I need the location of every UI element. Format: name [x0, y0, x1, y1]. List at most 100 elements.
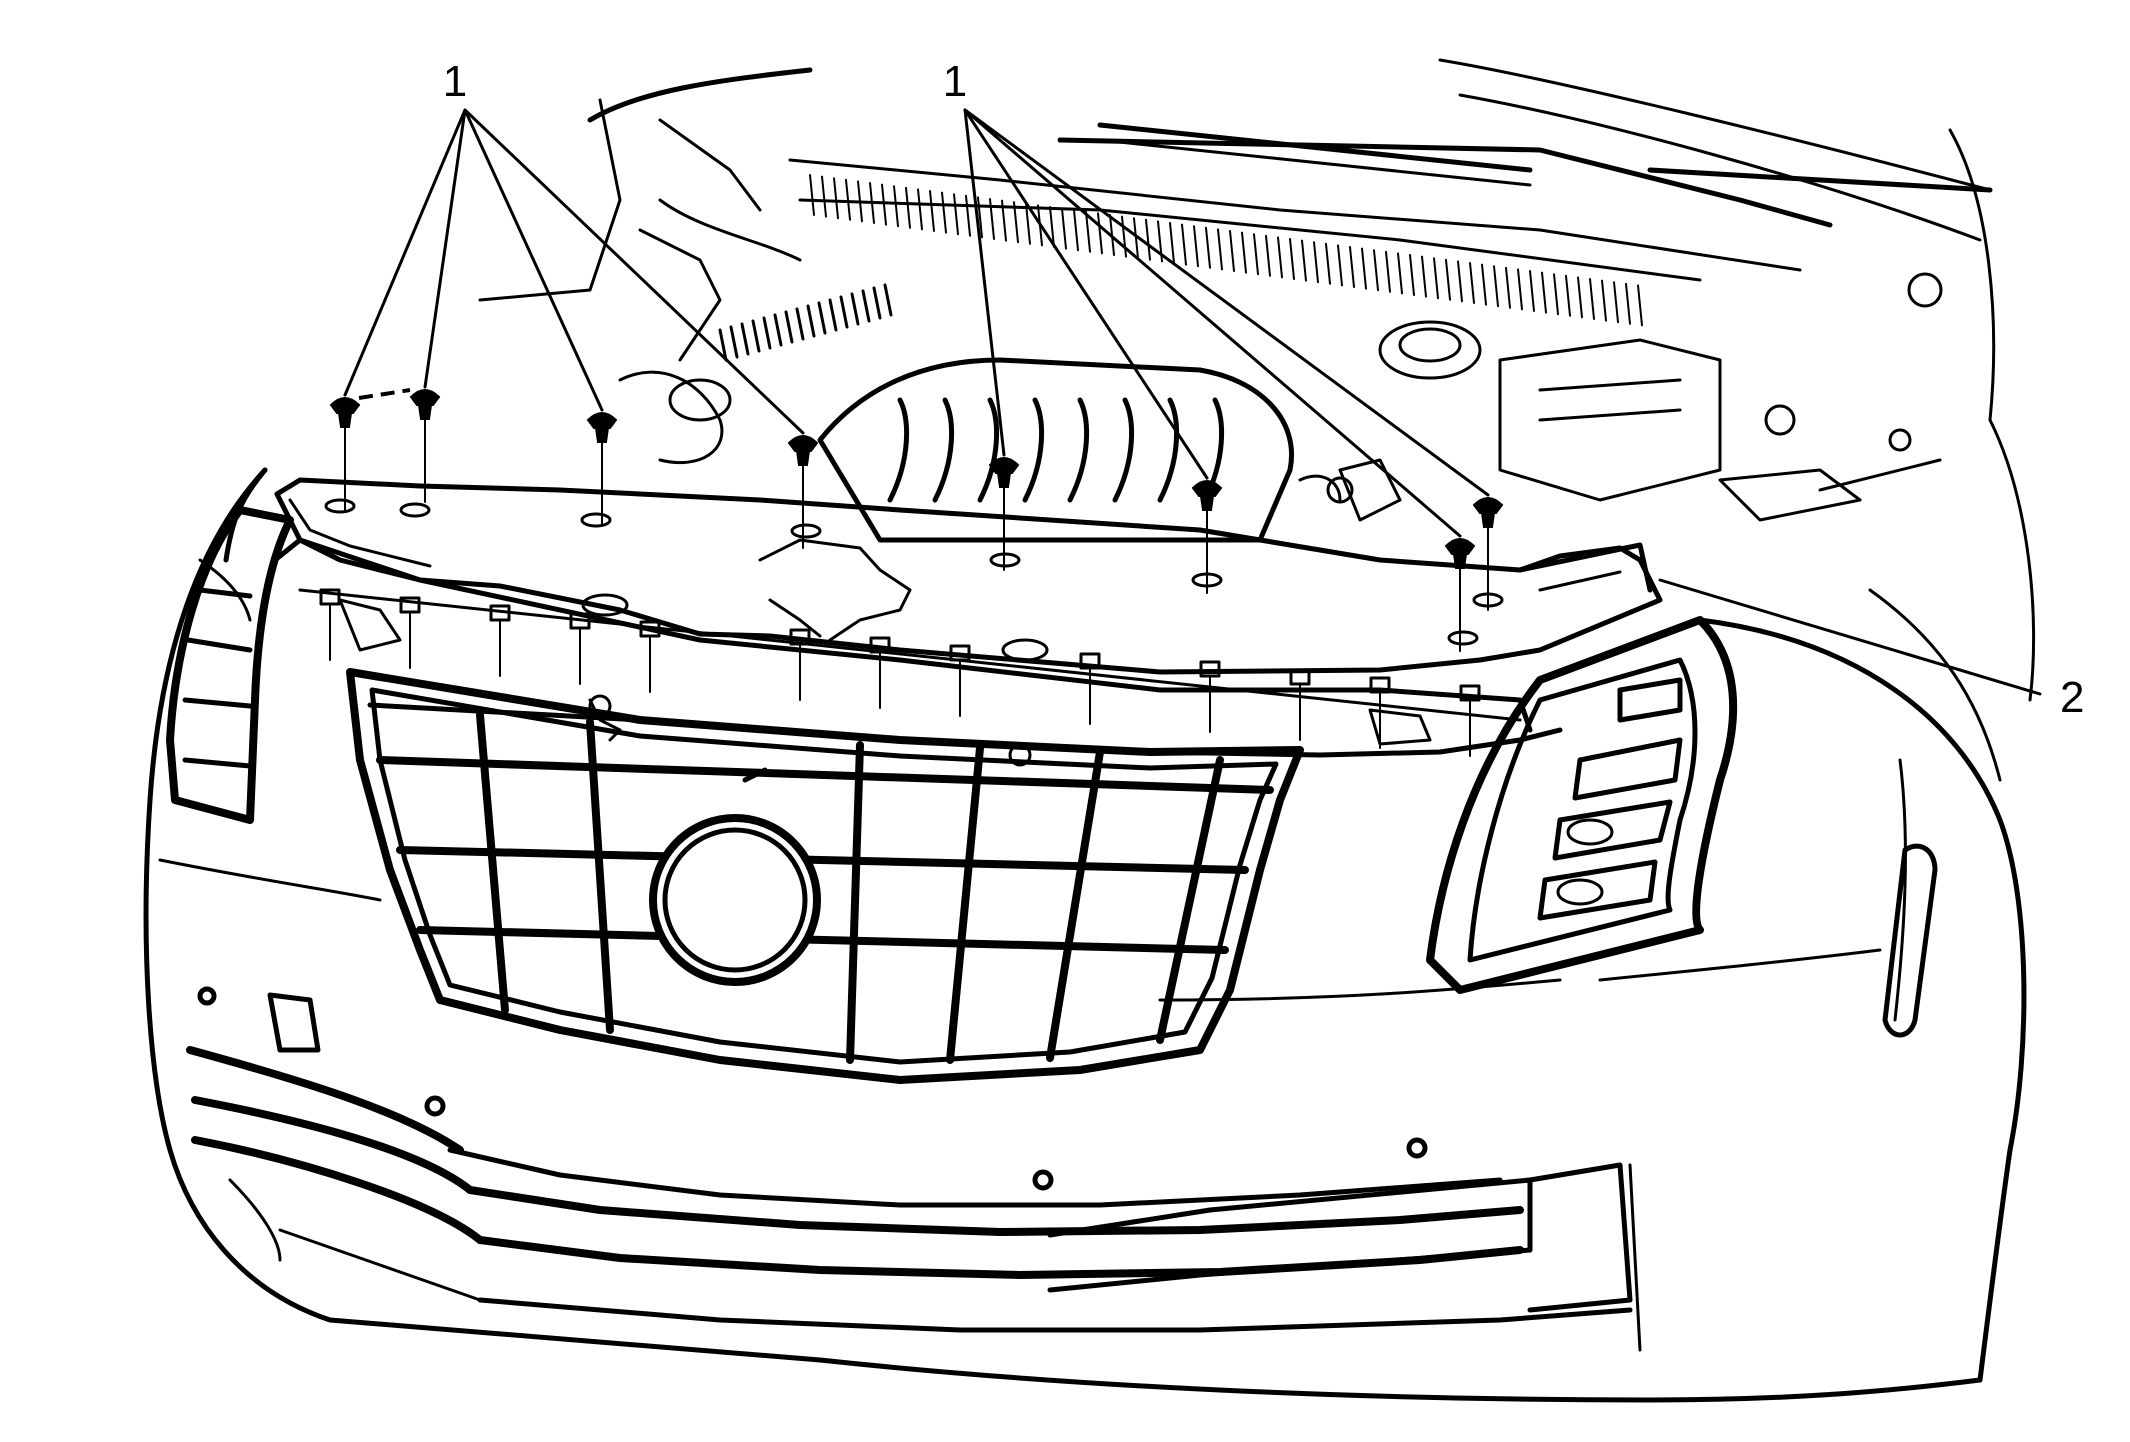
cover-rib — [977, 397, 999, 503]
support-tabs — [319, 588, 1481, 757]
air-baffle-panel — [274, 477, 1663, 675]
leader-line-2 — [1658, 578, 2042, 696]
pin-head — [329, 397, 361, 414]
cover-rib — [932, 397, 954, 503]
cowl-grille-slat — [857, 180, 863, 223]
cowl-grille-slat — [1565, 274, 1571, 317]
pin-dash — [358, 388, 411, 400]
cowl-grille-slat — [809, 174, 815, 216]
cowl-grille-slat — [821, 175, 827, 218]
cowl-grille-slat — [1385, 250, 1391, 293]
front-fascia — [143, 128, 2036, 1403]
pin-body — [337, 412, 353, 428]
callouts: 1 1 2 — [343, 57, 2084, 722]
hose-rib — [795, 307, 805, 341]
cowl-grille-slat — [989, 198, 995, 240]
push-pin-retainer — [1191, 480, 1223, 594]
cowl-grille-slat — [953, 193, 959, 236]
cowl-grille-slat — [917, 188, 923, 231]
cowl-grille-slat — [1145, 218, 1151, 261]
cowl-grille-slat — [1169, 222, 1175, 264]
hose-rib — [784, 310, 794, 344]
cowl-grille-slat — [1637, 284, 1643, 327]
cowl-grille-slat — [1253, 233, 1259, 276]
cowl-grille-slat — [1229, 230, 1235, 272]
push-pin-retainer — [409, 389, 441, 503]
grille-horizontal-bar — [416, 926, 1229, 954]
pin-body — [996, 472, 1012, 488]
grille-bars — [376, 711, 1274, 1064]
cowl-grille-slat — [1577, 276, 1583, 319]
grille-vertical-bar — [1046, 748, 1104, 1062]
cowl-grille-slat — [1193, 225, 1199, 268]
grille-vertical-bar — [476, 711, 509, 1014]
callout-label-2: 2 — [2060, 673, 2084, 722]
hose-rib — [762, 316, 772, 350]
hose-rib — [740, 322, 750, 356]
cowl-grille-slat — [1541, 271, 1547, 314]
cowl-grille-slat — [905, 186, 911, 229]
pin-head — [409, 389, 441, 406]
pin-head — [787, 435, 819, 452]
cowl-grille-slat — [1025, 202, 1031, 245]
pin-body — [1452, 553, 1468, 569]
cowl-grille — [809, 174, 1643, 327]
pin-head — [1191, 480, 1223, 497]
cowl-grille-slat — [1421, 255, 1427, 298]
hose-rib — [729, 325, 739, 359]
cowl-grille-slat — [977, 196, 983, 239]
pin-body — [417, 404, 433, 420]
cover-rib — [887, 397, 909, 503]
hose-rib — [751, 319, 761, 353]
push-pin-retainer — [1472, 497, 1504, 611]
hose-rib — [883, 283, 893, 317]
cowl-grille-slat — [1625, 282, 1631, 325]
cowl-grille-slat — [1241, 231, 1247, 274]
cowl-grille-slat — [1265, 234, 1271, 277]
emblem — [649, 814, 821, 986]
cowl-grille-slat — [1085, 210, 1091, 253]
grille-vertical-bar — [586, 718, 614, 1034]
callout-label-1: 1 — [443, 57, 467, 106]
callout-label-1b: 1 — [943, 57, 967, 106]
hose-rib — [828, 298, 838, 332]
cover-rib — [1067, 397, 1089, 503]
cowl-grille-slat — [881, 183, 887, 226]
hose-rib — [773, 313, 783, 347]
hose-rib — [718, 328, 728, 362]
grille-vertical-bar — [846, 741, 864, 1064]
push-pin-retainer — [586, 412, 618, 526]
leader-lines-1 — [343, 108, 805, 435]
engine-bay — [478, 58, 1993, 543]
hose-rib — [839, 295, 849, 329]
radiator-support — [272, 537, 1533, 767]
cowl-grille-slat — [1133, 217, 1139, 260]
hose-rib — [850, 292, 860, 326]
cowl-grille-slat — [1013, 201, 1019, 244]
cowl-grille-slat — [1613, 281, 1619, 324]
hose-rib — [861, 289, 871, 323]
pin-head — [1472, 497, 1504, 514]
cowl-grille-slat — [1337, 244, 1343, 287]
cowl-grille-slat — [1205, 226, 1211, 269]
left-headlamp — [166, 506, 294, 824]
cover-rib — [1022, 397, 1044, 503]
cowl-grille-slat — [1217, 228, 1223, 271]
cowl-grille-slat — [1181, 223, 1187, 266]
cowl-grille-slat — [1121, 215, 1127, 258]
pin-head — [586, 412, 618, 429]
cowl-grille-slat — [1061, 207, 1067, 250]
cowl-grille-slat — [1325, 242, 1331, 285]
cowl-grille-slat — [1277, 236, 1283, 279]
cowl-grille-slat — [1445, 258, 1451, 301]
cowl-grille-slat — [1349, 246, 1355, 288]
cowl-grille-slat — [1409, 254, 1415, 296]
cowl-grille-slat — [1469, 262, 1475, 304]
cowl-grille-slat — [941, 191, 947, 234]
cowl-grille-slat — [1097, 212, 1103, 255]
engine-cover-ribs — [887, 397, 1224, 503]
cowl-grille-slat — [1553, 273, 1559, 316]
pin-body — [1199, 495, 1215, 511]
